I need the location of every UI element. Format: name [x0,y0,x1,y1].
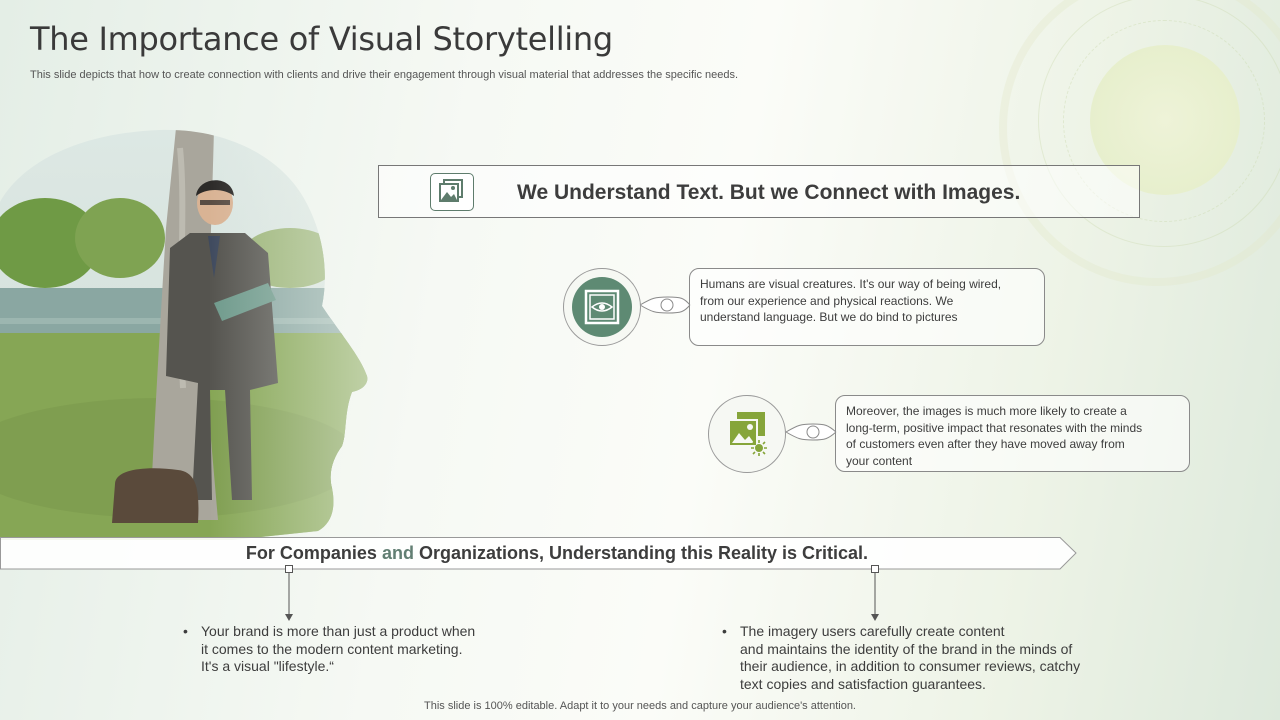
headline-banner: We Understand Text. But we Connect with … [378,165,1140,218]
head-silhouette-photo [0,129,368,540]
image-icon-circle [708,395,786,473]
down-arrow-connector [871,565,879,621]
statement-text: For Companies and Organizations, Underst… [245,543,869,563]
footer-note: This slide is 100% editable. Adapt it to… [424,700,856,712]
statement-accent-word: and [381,543,414,563]
point-text-box: Moreover, the images is much more likely… [835,395,1190,472]
headline-text: We Understand Text. But we Connect with … [517,181,1021,204]
image-gallery-icon [430,173,474,211]
down-arrow-connector [285,565,293,621]
statement-arrow [0,537,1077,570]
slide-subtitle: This slide depicts that how to create co… [30,69,739,81]
eye-icon [572,277,632,337]
image-sun-icon [728,412,767,456]
slide-title: The Importance of Visual Storytelling [30,20,613,58]
bullet-point: The imagery users carefully create conte… [722,623,1140,693]
eye-icon-circle [563,268,641,346]
point-text-box: Humans are visual creatures. It's our wa… [689,268,1045,346]
bullet-point: Your brand is more than just a product w… [183,623,541,676]
